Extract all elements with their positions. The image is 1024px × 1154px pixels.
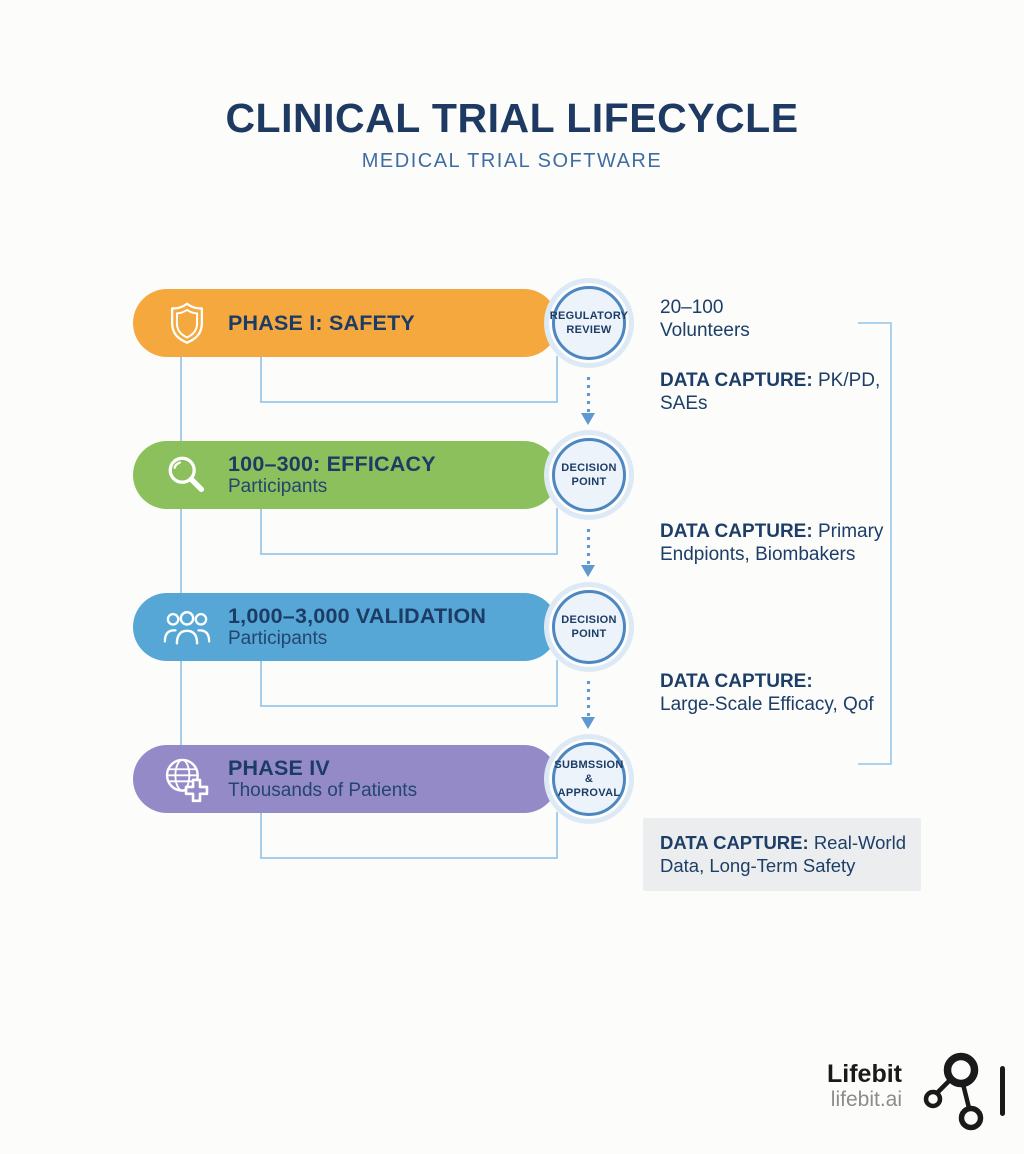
connector-line — [180, 509, 182, 593]
annotation-data-capture-1: DATA CAPTURE: PK/PD, SAEs — [660, 369, 915, 415]
milestone-badge-inner: SUBMSSION & APPROVAL — [552, 742, 626, 816]
phase-title: 100–300: EFFICACY — [228, 452, 436, 476]
phase-row-2: 100–300: EFFICACY Participants DECISION … — [133, 430, 639, 520]
right-group-bracket — [858, 322, 892, 765]
bracket-connector — [260, 812, 558, 859]
page-title: CLINICAL TRIAL LIFECYCLE — [225, 95, 799, 141]
phase-text: 100–300: EFFICACY Participants — [228, 441, 436, 509]
data-capture-text: Real-World Data, Long-Term Safety — [660, 832, 906, 876]
connector-line — [180, 357, 182, 441]
flow-arrow-line — [587, 377, 590, 413]
data-capture-label: DATA CAPTURE: — [660, 370, 813, 391]
phase-bar-validation — [133, 593, 558, 661]
annotation-data-capture-4: DATA CAPTURE: Real-World Data, Long-Term… — [660, 831, 912, 877]
badge-label: REVIEW — [566, 324, 612, 336]
logo-text-block: Lifebit lifebit.ai — [740, 1060, 902, 1112]
flow-arrowhead-icon — [581, 565, 595, 577]
data-capture-text: Primary Endpionts, Biombakers — [660, 521, 884, 565]
page-subtitle: MEDICAL TRIAL SOFTWARE — [361, 150, 663, 172]
milestone-badge-decision-point: DECISION POINT — [544, 582, 634, 672]
badge-label: DECISION — [561, 614, 617, 626]
network-logo-icon — [916, 1046, 1012, 1147]
phase-subtitle: Thousands of Patients — [228, 780, 418, 801]
annotation-data-capture-2: DATA CAPTURE: Primary Endpionts, Biombak… — [660, 520, 932, 566]
phase-text: PHASE IV Thousands of Patients — [228, 745, 417, 813]
milestone-badge-decision-point: DECISION POINT — [544, 430, 634, 520]
phase-bar-safety — [133, 289, 558, 357]
phase-bar-phase-iv — [133, 745, 558, 813]
data-capture-label: DATA CAPTURE: — [660, 521, 813, 542]
badge-label: REGULATORY — [549, 310, 629, 322]
phase-text: PHASE I: SAFETY — [228, 289, 415, 357]
logo-domain: lifebit.ai — [830, 1088, 902, 1111]
milestone-badge-inner: DECISION POINT — [552, 590, 626, 664]
phase-bar-efficacy — [133, 441, 558, 509]
phase-subtitle: Participants — [228, 628, 328, 649]
volunteers-label: Volunteers — [660, 320, 750, 341]
milestone-badge-regulatory-review: REGULATORY REVIEW — [544, 278, 634, 368]
milestone-badge-inner: REGULATORY REVIEW — [549, 286, 629, 360]
badge-label: SUBMSSION — [554, 759, 624, 771]
volunteers-count: 20–100 — [660, 297, 724, 318]
data-capture-label: DATA CAPTURE: — [660, 671, 813, 692]
phase-title: 1,000–3,000 VALIDATION — [228, 604, 487, 628]
data-capture-box: DATA CAPTURE: Real-World Data, Long-Term… — [643, 818, 921, 891]
phase-title: PHASE IV — [228, 756, 330, 780]
badge-label: POINT — [571, 476, 607, 488]
milestone-badge-inner: DECISION POINT — [552, 438, 626, 512]
flow-arrowhead-icon — [581, 413, 595, 425]
phase-title: PHASE I: SAFETY — [228, 311, 415, 335]
annotation-data-capture-3: DATA CAPTURE: Large-Scale Efficacy, Qof — [660, 670, 932, 716]
flow-arrowhead-icon — [581, 717, 595, 729]
milestone-badge-submission-approval: SUBMSSION & APPROVAL — [544, 734, 634, 824]
bracket-connector — [260, 660, 558, 707]
phase-row-4: PHASE IV Thousands of Patients SUBMSSION… — [133, 734, 639, 824]
people-icon — [161, 593, 213, 661]
data-capture-text: PK/PD, SAEs — [660, 370, 881, 414]
shield-icon — [161, 289, 213, 357]
data-capture-text: Large-Scale Efficacy, Qof — [660, 694, 874, 715]
globe-cross-icon — [161, 745, 213, 813]
bracket-connector — [260, 356, 558, 403]
annotation-volunteers: 20–100 Volunteers — [660, 296, 750, 342]
phase-row-3: 1,000–3,000 VALIDATION Participants DECI… — [133, 582, 639, 672]
bracket-connector — [260, 508, 558, 555]
phase-text: 1,000–3,000 VALIDATION Participants — [228, 593, 486, 661]
badge-label: & APPROVAL — [557, 773, 621, 799]
connector-line — [180, 661, 182, 745]
flow-arrow-line — [587, 681, 590, 717]
badge-label: DECISION — [561, 462, 617, 474]
phase-row-1: PHASE I: SAFETY REGULATORY REVIEW — [133, 278, 639, 368]
flow-arrow-line — [587, 529, 590, 565]
badge-label: POINT — [571, 628, 607, 640]
phase-subtitle: Participants — [228, 476, 328, 497]
data-capture-label: DATA CAPTURE: — [660, 832, 809, 853]
magnifier-icon — [161, 441, 213, 509]
logo-name: Lifebit — [827, 1060, 902, 1088]
